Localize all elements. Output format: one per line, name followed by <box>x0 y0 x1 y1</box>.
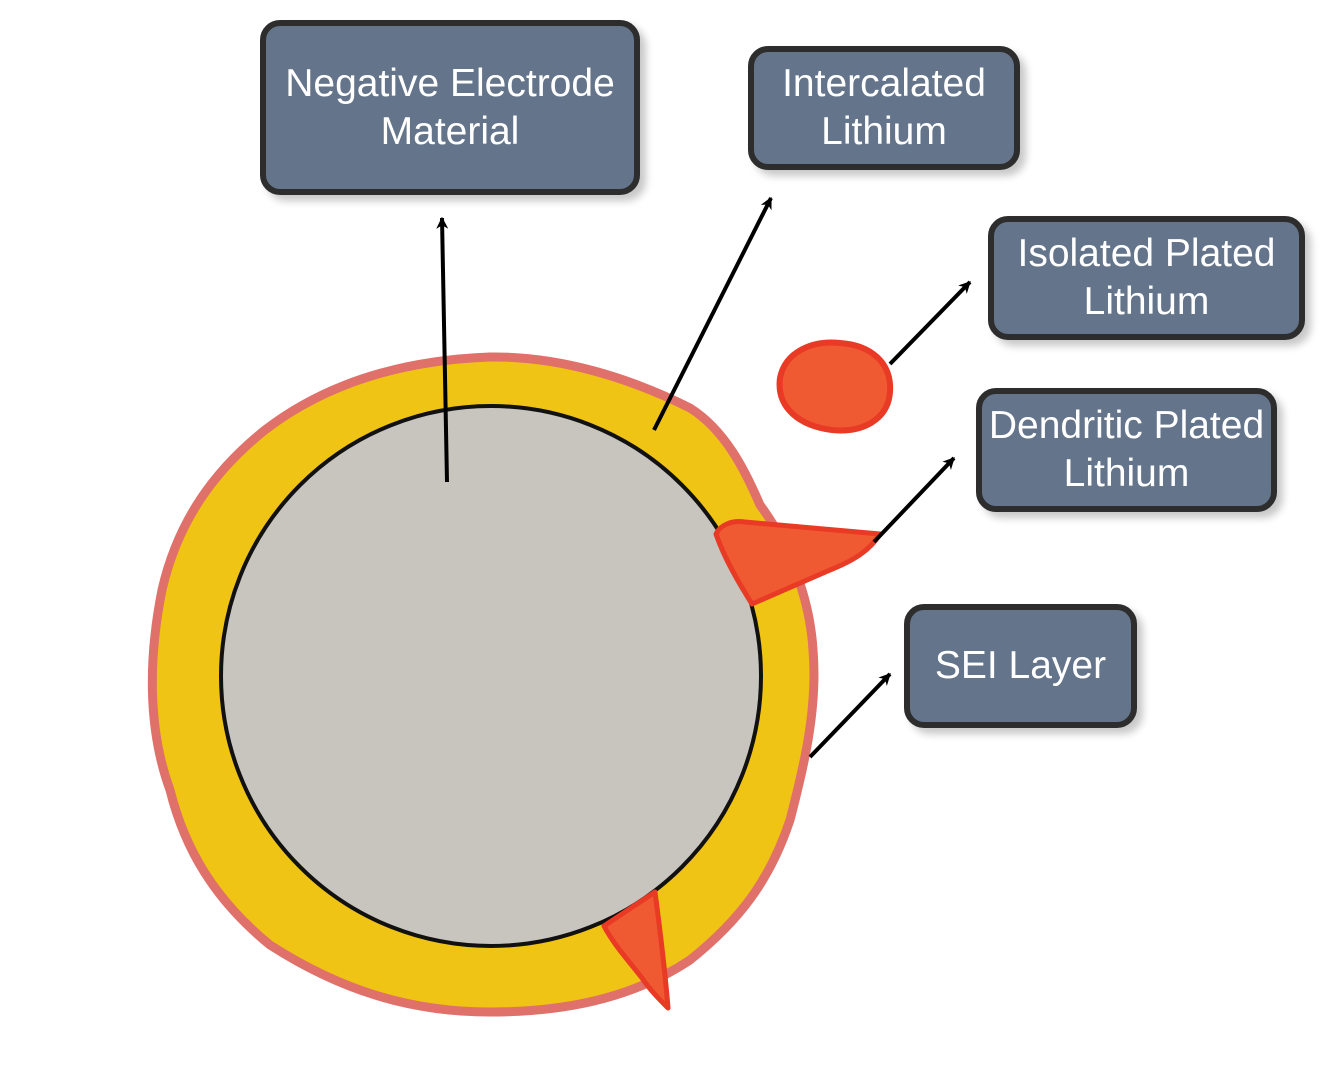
label-isolated-line2: Lithium <box>1083 280 1210 323</box>
dendritic-plated-lithium-spike <box>601 889 671 1011</box>
label-negative-electrode-line2: Material <box>380 109 520 153</box>
electrode-particle-core <box>219 404 763 948</box>
arrow-negative-electrode <box>436 216 449 483</box>
label-negative-electrode-material: Negative Electrode Material <box>260 20 640 195</box>
label-intercalated-line1: Intercalated <box>782 62 986 105</box>
label-dendritic-plated-lithium: Dendritic Plated Lithium <box>976 388 1277 512</box>
label-intercalated-lithium: Intercalated Lithium <box>748 46 1020 170</box>
arrow-sei-layer <box>808 672 892 759</box>
label-isolated-plated-lithium: Isolated Plated Lithium <box>988 216 1305 340</box>
label-negative-electrode-line1: Negative Electrode <box>285 61 615 105</box>
arrow-dendritic-plated-lithium <box>872 456 956 544</box>
label-sei-line1: SEI Layer <box>934 644 1107 687</box>
label-intercalated-line2: Lithium <box>821 110 947 153</box>
label-dendritic-line2: Lithium <box>1063 452 1190 495</box>
label-sei-layer: SEI Layer <box>904 604 1137 728</box>
dendritic-plated-lithium-wedge <box>713 519 883 607</box>
arrow-intercalated-lithium <box>652 196 773 431</box>
label-isolated-line1: Isolated Plated <box>1017 232 1276 275</box>
label-dendritic-line1: Dendritic Plated <box>988 404 1265 447</box>
isolated-plated-lithium-blob <box>776 339 894 434</box>
arrow-isolated-plated-lithium <box>888 280 972 366</box>
